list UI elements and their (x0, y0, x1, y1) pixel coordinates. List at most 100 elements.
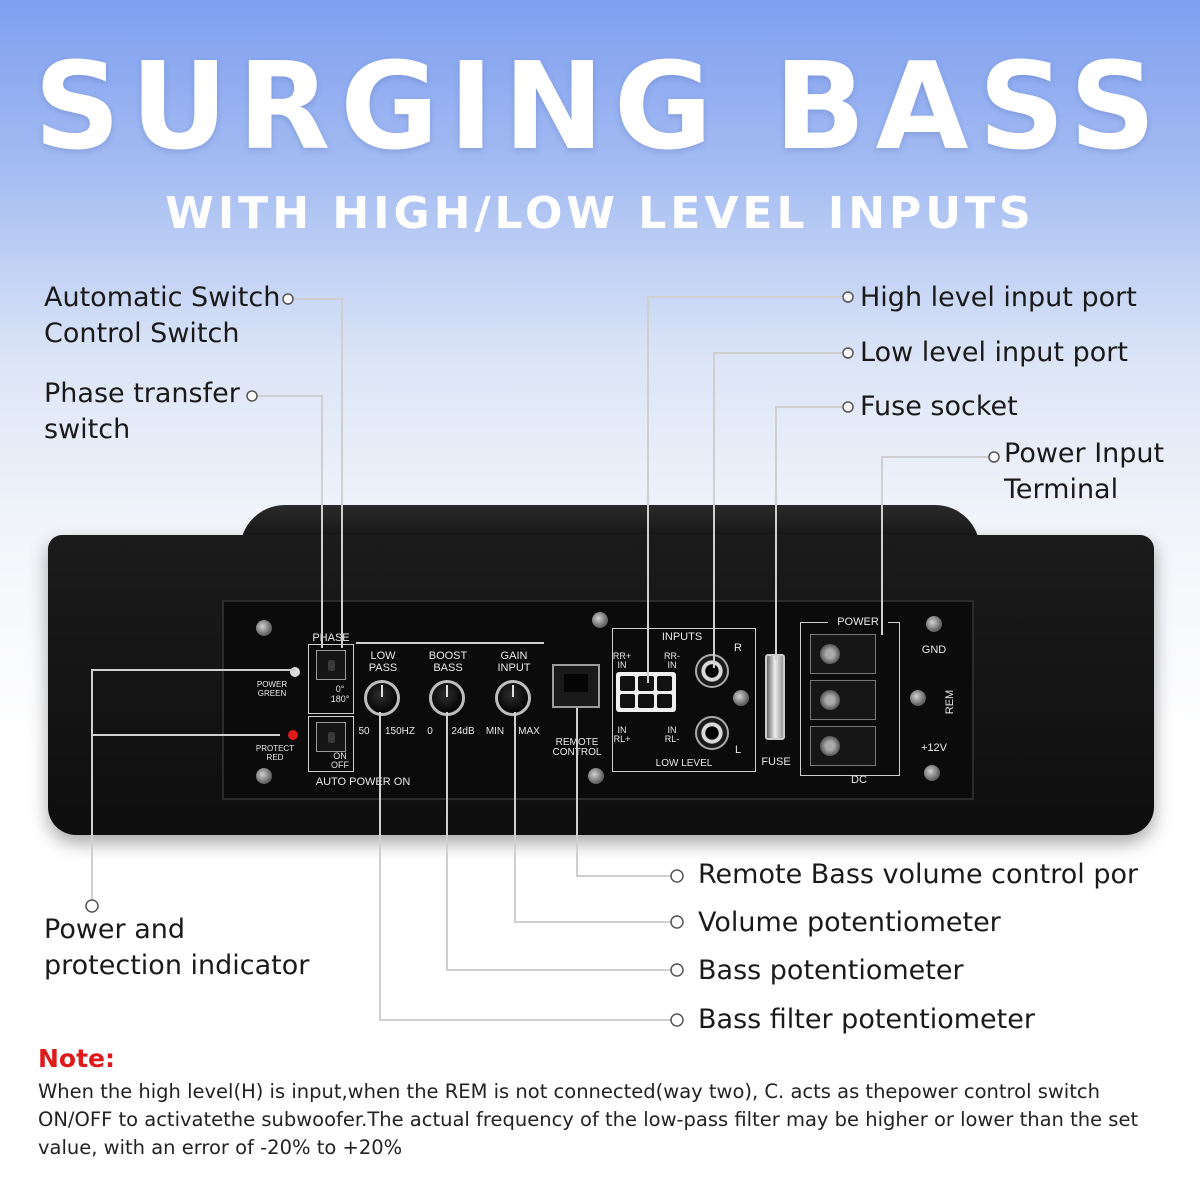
knob-section-divider (356, 642, 544, 644)
low-level-input-r-port[interactable] (695, 654, 729, 688)
leader-power-input (881, 456, 994, 635)
low-pass-label: LOW PASS (358, 650, 408, 674)
low-pass-max: 150HZ (384, 726, 415, 737)
leader-phase (252, 395, 323, 648)
phase-0-label: 0° (335, 684, 345, 694)
low-pass-min: 50 (358, 726, 370, 737)
v12-label: +12V (921, 742, 947, 754)
callout-auto-switch-line1: Automatic Switch (44, 282, 281, 313)
rr-minus-line2: IN (667, 660, 677, 670)
protect-red-line1: PROTECT (255, 744, 295, 753)
high-level-input-port[interactable] (616, 672, 676, 712)
gnd-terminal[interactable] (810, 634, 876, 674)
dot-indicator (85, 899, 99, 913)
inputs-label: INPUTS (661, 631, 703, 643)
dot-high-level (842, 291, 854, 303)
screw-icon (910, 690, 926, 706)
phase-switch-box (308, 644, 354, 714)
screw-icon (588, 768, 604, 784)
gain-input-label: GAIN INPUT (486, 650, 542, 674)
gain-input-line2: INPUT (497, 662, 531, 674)
rl-minus-label: IN RL- (660, 726, 684, 744)
dot-auto-switch (282, 293, 294, 305)
auto-switch-box (308, 716, 354, 772)
power-green-line1: POWER (256, 680, 288, 689)
callout-power-input-line2: Terminal (1004, 474, 1119, 505)
callout-phase: Phase transfer switch (44, 376, 240, 448)
callout-indicator: Power and protection indicator (44, 912, 309, 984)
callout-remote: Remote Bass volume control por (698, 859, 1139, 890)
low-pass-knob[interactable] (364, 680, 400, 716)
boost-bass-line1: BOOST (428, 650, 468, 662)
dot-phase (246, 390, 258, 402)
callout-volume: Volume potentiometer (698, 907, 1001, 938)
note-body: When the high level(H) is input,when the… (38, 1080, 1139, 1159)
note-title: Note: (38, 1044, 116, 1073)
control-panel: POWER GREEN PROTECT RED PHASE 0° 180° ON… (222, 600, 974, 800)
l-label: L (734, 744, 742, 756)
callout-high-level: High level input port (860, 282, 1137, 313)
on-label: ON (333, 751, 347, 761)
callout-power-input: Power Input Terminal (1004, 436, 1164, 508)
rl-minus-line2: RL- (664, 734, 680, 744)
callout-phase-line1: Phase transfer (44, 378, 240, 409)
boost-bass-min: 0 (427, 726, 433, 737)
callout-low-level: Low level input port (860, 337, 1128, 368)
rr-plus-line1: RR+ (612, 651, 632, 661)
gnd-label: GND (921, 644, 947, 656)
rem-terminal[interactable] (810, 680, 876, 720)
leader-high-level (647, 296, 848, 683)
headline-subtitle: WITH HIGH/LOW LEVEL INPUTS (165, 188, 1035, 239)
gain-input-min: MIN (485, 726, 505, 737)
callout-phase-line2: switch (44, 414, 131, 445)
leader-remote (576, 708, 676, 877)
phase-switch[interactable] (316, 650, 346, 680)
remote-control-port[interactable] (552, 664, 600, 708)
inputs-box (612, 628, 756, 772)
boost-bass-line2: BASS (433, 662, 463, 674)
rr-plus-label: RR+ IN (610, 652, 634, 670)
screw-icon (926, 616, 942, 632)
screw-icon (592, 612, 608, 628)
gain-input-max: MAX (518, 726, 540, 737)
auto-power-switch[interactable] (316, 722, 346, 752)
boost-bass-max: 24dB (451, 726, 475, 737)
gain-input-line1: GAIN (500, 650, 528, 662)
callout-bass: Bass potentiometer (698, 955, 964, 986)
v12-terminal[interactable] (810, 726, 876, 766)
callout-power-input-line1: Power Input (1004, 438, 1165, 469)
leader-indicator-1 (91, 669, 296, 904)
dot-fuse (842, 401, 854, 413)
low-level-label: LOW LEVEL (655, 758, 713, 769)
leader-volume (514, 712, 676, 923)
leader-auto-switch (288, 298, 343, 648)
dot-power-input (988, 451, 1000, 463)
rr-plus-line2: IN (617, 660, 627, 670)
dot-remote (670, 869, 684, 883)
callout-auto-switch-line2: Control Switch (44, 318, 240, 349)
auto-power-on-label: AUTO POWER ON (315, 776, 411, 788)
screw-icon (733, 690, 749, 706)
phase-180-label: 180° (330, 694, 350, 704)
leader-low-level (713, 352, 848, 668)
leader-fuse (775, 406, 848, 660)
boost-bass-label: BOOST BASS (420, 650, 476, 674)
callout-indicator-line2: protection indicator (44, 950, 310, 981)
rl-minus-line1: IN (667, 725, 677, 735)
rl-plus-label: IN RL+ (610, 726, 634, 744)
callout-auto-switch: Automatic Switch Control Switch (44, 280, 280, 352)
screw-icon (256, 620, 272, 636)
power-green-line2: GREEN (257, 689, 287, 698)
low-pass-line1: LOW (370, 650, 396, 662)
callout-indicator-line1: Power and (44, 914, 186, 945)
dot-bass (670, 963, 684, 977)
dot-bass-filter (670, 1013, 684, 1027)
power-led-icon (290, 667, 300, 677)
low-level-input-l-port[interactable] (695, 716, 729, 750)
protect-red-line2: RED (266, 753, 284, 762)
low-pass-line2: PASS (368, 662, 398, 674)
dc-label: DC (851, 774, 867, 786)
leader-bass (446, 712, 676, 971)
gain-input-knob[interactable] (495, 680, 531, 716)
